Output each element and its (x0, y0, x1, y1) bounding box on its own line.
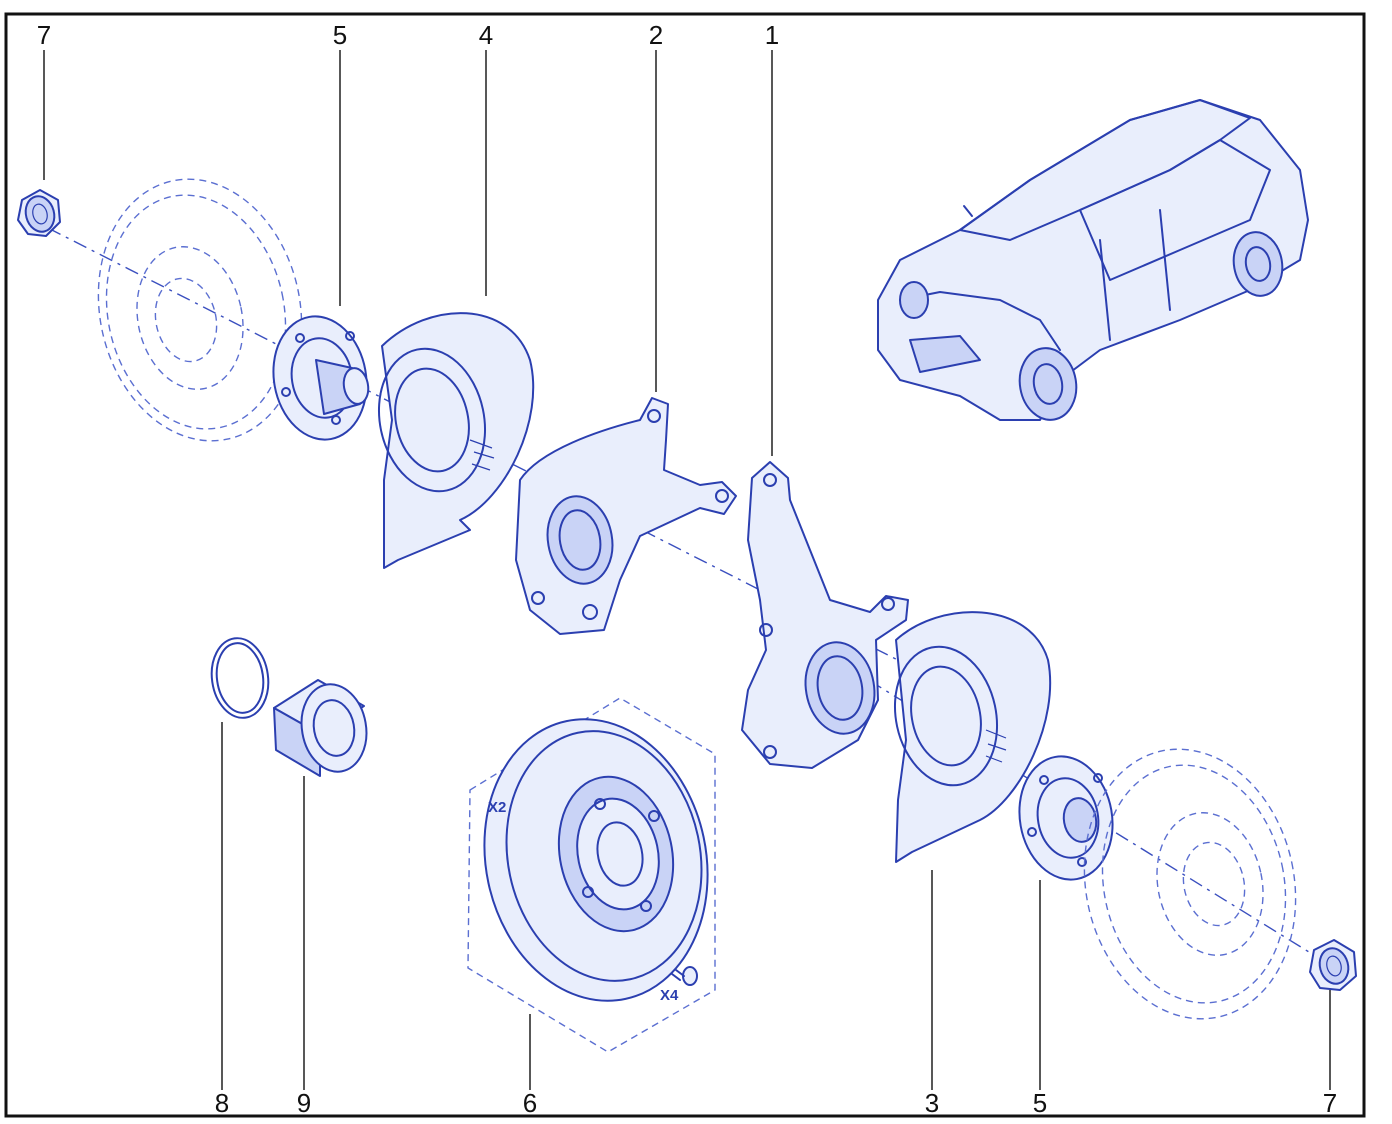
callout-5-right: 5 (1033, 1088, 1047, 1118)
wheel-hub-right (1018, 755, 1114, 881)
hub-nut-left (17, 189, 61, 237)
wheel-bearing (273, 679, 368, 777)
axis-left (47, 227, 1001, 713)
callout-7-right: 7 (1323, 1088, 1337, 1118)
disc-quantity: X2 (488, 799, 506, 816)
wheel-hub-left (272, 315, 370, 441)
callout-4: 4 (479, 20, 493, 50)
callout-7-left: 7 (37, 20, 51, 50)
vehicle-illustration (877, 99, 1309, 421)
callout-8: 8 (215, 1088, 229, 1118)
disc-screw (671, 966, 698, 986)
callouts-bottom: 8 9 6 3 5 7 (215, 1088, 1337, 1118)
brake-shield-right (893, 611, 1052, 863)
callout-3: 3 (925, 1088, 939, 1118)
callout-6: 6 (523, 1088, 537, 1118)
callouts-top: 7 5 4 2 1 (37, 20, 779, 50)
callout-5-left: 5 (333, 20, 347, 50)
leader-lines (43, 50, 1331, 1090)
ghost-brake-disc-right (1083, 748, 1297, 1020)
callout-9: 9 (297, 1088, 311, 1118)
steering-knuckle-right (741, 461, 909, 769)
hub-nut-right (1309, 939, 1357, 991)
ghost-brake-disc-left (97, 178, 303, 442)
circlip (210, 637, 270, 719)
callout-2: 2 (649, 20, 663, 50)
frame-border (4, 12, 1366, 1118)
screw-quantity: X4 (660, 987, 679, 1004)
brake-disc-group: X2 X4 (467, 697, 716, 1053)
callout-1: 1 (765, 20, 779, 50)
brake-shield-left (377, 312, 535, 569)
steering-knuckle-left (515, 397, 737, 635)
